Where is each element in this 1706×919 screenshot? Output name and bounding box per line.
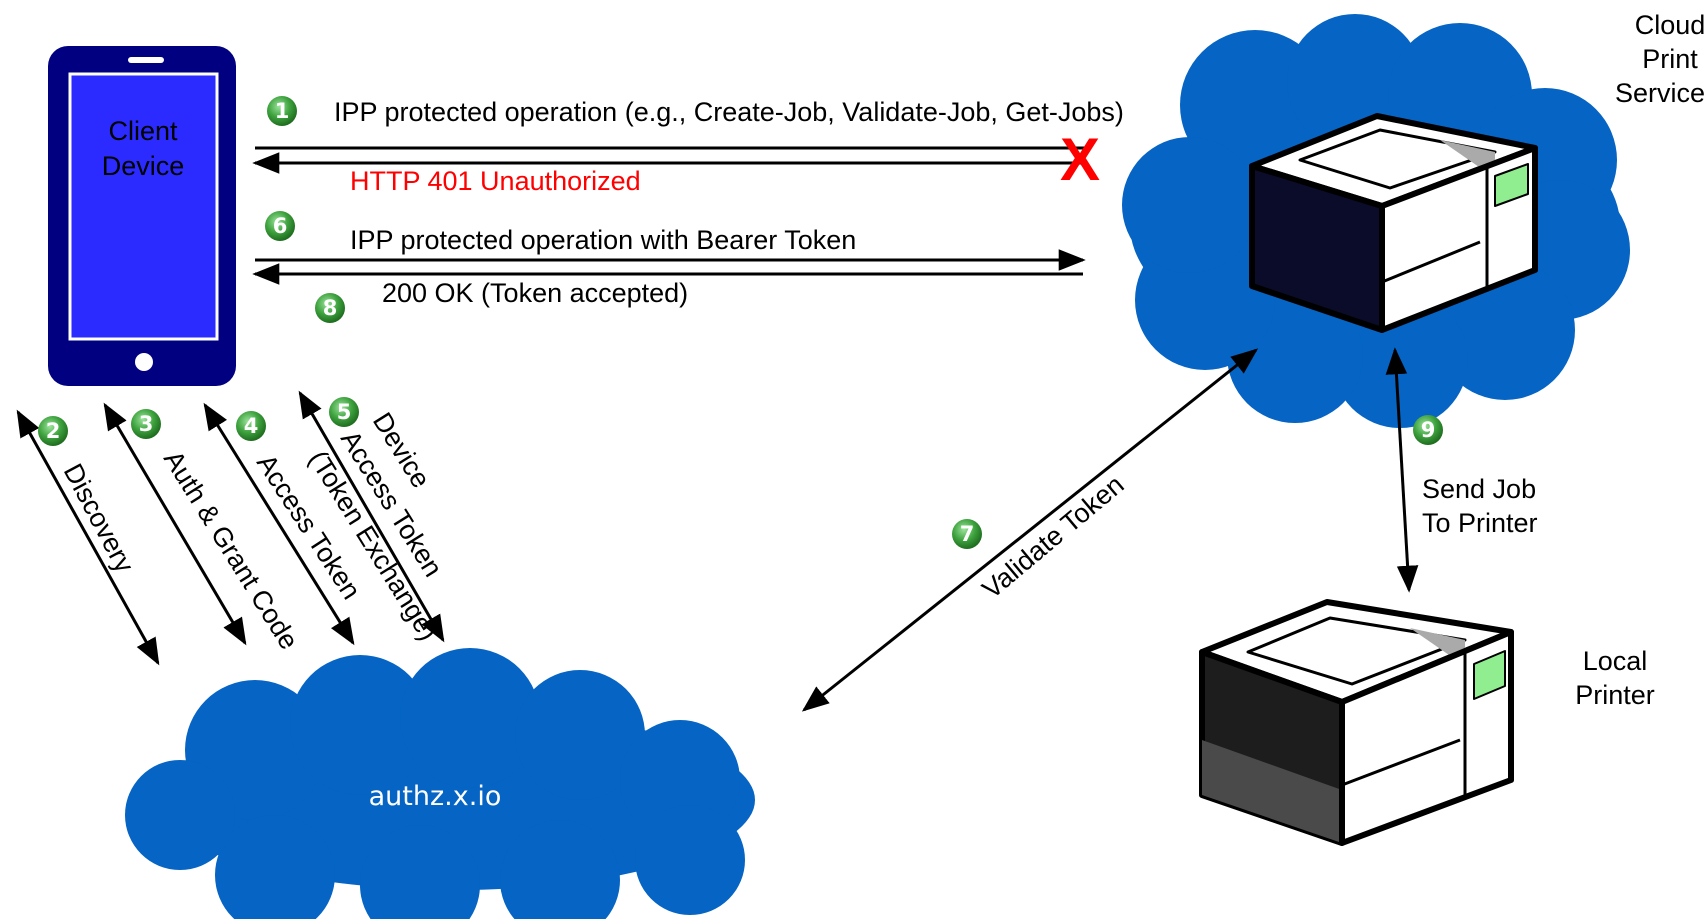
printer-icon: [1199, 599, 1514, 846]
client-device-label-line1: Client: [108, 116, 178, 146]
step-8: 8 200 OK (Token accepted): [252, 263, 1083, 323]
step-1: 1 IPP protected operation (e.g., Create-…: [252, 96, 1124, 196]
cloud-print-service-label-line2: Print: [1642, 44, 1698, 74]
svg-text:2: 2: [46, 419, 61, 443]
svg-text:9: 9: [1421, 418, 1436, 442]
local-printer: Local Printer: [1199, 599, 1655, 846]
step-9-label-line1: Send Job: [1422, 474, 1536, 504]
step-2: 2 Discovery: [16, 409, 160, 666]
svg-text:3: 3: [139, 412, 154, 436]
step-8-label: 200 OK (Token accepted): [382, 278, 688, 308]
step-6-badge: 6: [265, 211, 295, 241]
x-mark-icon: X: [1060, 126, 1100, 193]
cloud-print-service-label-line3: Service: [1615, 78, 1705, 108]
svg-text:6: 6: [273, 214, 288, 238]
step-7-arrow: [801, 348, 1259, 712]
svg-text:8: 8: [323, 296, 338, 320]
step-1-label: IPP protected operation (e.g., Create-Jo…: [334, 97, 1124, 127]
svg-text:7: 7: [960, 522, 975, 546]
authz-server-label: authz.x.io: [369, 781, 502, 812]
svg-text:4: 4: [244, 414, 259, 438]
local-printer-label-line1: Local: [1583, 646, 1648, 676]
step-7-badge: 7: [952, 519, 982, 549]
step-9-badge: 9: [1413, 415, 1443, 445]
svg-text:5: 5: [337, 400, 352, 424]
step-9: 9 Send Job To Printer: [1385, 347, 1538, 593]
step-5-badge: 5: [329, 397, 359, 427]
step-1-error-label: HTTP 401 Unauthorized: [350, 166, 641, 196]
client-device: Client Device: [48, 46, 236, 386]
step-1-badge: 1: [267, 96, 297, 126]
step-4-badge: 4: [236, 411, 266, 441]
cloud-icon: [125, 648, 755, 919]
step-6-label: IPP protected operation with Bearer Toke…: [350, 225, 856, 255]
smartphone-icon: [48, 46, 236, 386]
step-7: 7 Validate Token: [801, 348, 1259, 712]
step-3: 3 Auth & Grant Code: [103, 402, 304, 655]
step-9-arrow: [1385, 347, 1419, 593]
step-9-label-line2: To Printer: [1422, 508, 1538, 538]
step-2-badge: 2: [38, 416, 68, 446]
printer-icon: [1249, 113, 1538, 333]
step-3-badge: 3: [131, 409, 161, 439]
svg-text:1: 1: [275, 99, 290, 123]
cloud-print-service-label-line1: Cloud: [1635, 10, 1706, 40]
authz-server: authz.x.io: [125, 648, 755, 919]
cloud-print-service: Cloud Print Service: [1122, 10, 1705, 428]
step-8-badge: 8: [315, 293, 345, 323]
step-7-label: Validate Token: [977, 469, 1130, 604]
step-2-arrow: [16, 409, 160, 666]
step-5-arrow: [298, 390, 445, 643]
local-printer-label-line2: Printer: [1575, 680, 1655, 710]
step-6: 6 IPP protected operation with Bearer To…: [255, 211, 1086, 271]
client-device-label-line2: Device: [102, 151, 185, 181]
